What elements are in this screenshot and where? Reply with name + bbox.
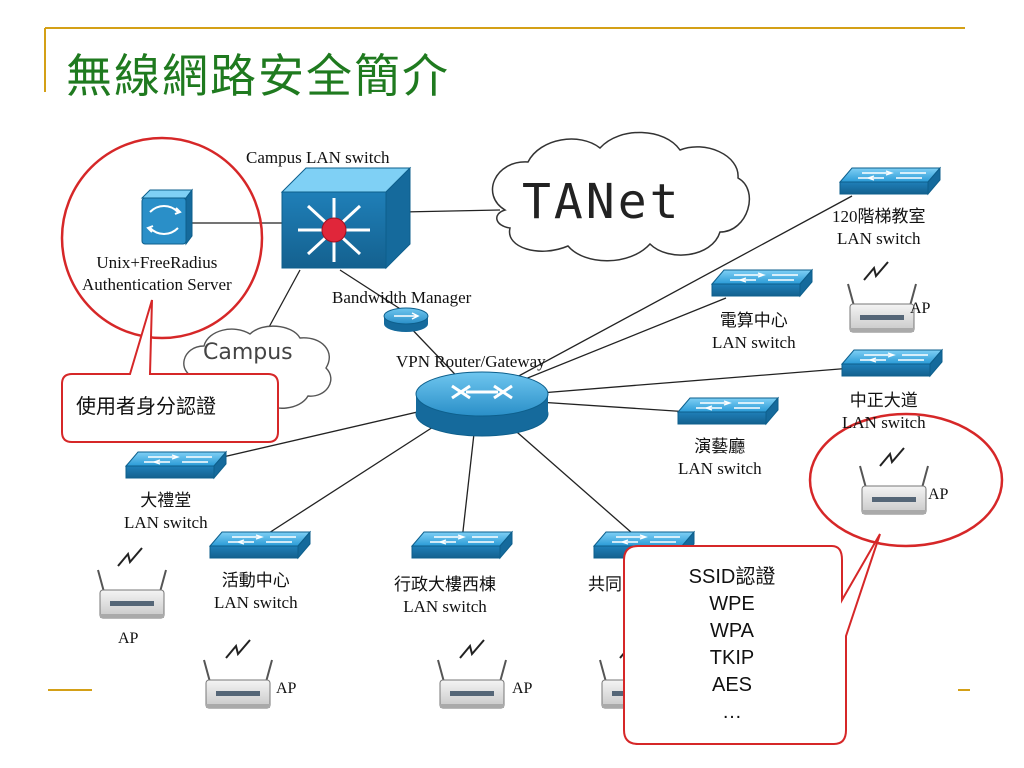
switch-type: LAN switch bbox=[124, 513, 208, 532]
tanet-cloud bbox=[491, 131, 750, 262]
campus-switch-label: Campus LAN switch bbox=[246, 148, 390, 167]
ap-label: AP bbox=[118, 630, 139, 647]
switch-admin-building-label: 行政大樓西棟 LAN switch bbox=[394, 574, 496, 618]
switch-name: 演藝廳 bbox=[694, 437, 746, 456]
ap-icon bbox=[859, 447, 929, 515]
switch-120-label: 120階梯教室 LAN switch bbox=[832, 206, 926, 250]
switch-name: 電算中心 bbox=[719, 311, 788, 330]
auth-server-label-line2: Authentication Server bbox=[82, 275, 232, 294]
ap-highlight-circle bbox=[808, 412, 1004, 548]
auth-server-icon bbox=[140, 188, 193, 246]
switch-type: LAN switch bbox=[214, 593, 298, 612]
switch-name: 行政大樓西棟 bbox=[394, 575, 496, 594]
ap-label: AP bbox=[928, 486, 949, 503]
switch-admin-building-icon bbox=[411, 531, 513, 559]
ssid-line: … bbox=[722, 701, 742, 723]
switch-name: 大禮堂 bbox=[140, 491, 192, 510]
bandwidth-manager-icon bbox=[383, 307, 429, 332]
ap-icon bbox=[847, 261, 917, 333]
switch-computer-center-icon bbox=[711, 269, 813, 297]
ssid-line: SSID認證 bbox=[688, 566, 776, 588]
auth-server-label: Unix+FreeRadius Authentication Server bbox=[82, 252, 232, 296]
switch-120-icon bbox=[839, 167, 941, 195]
switch-type: LAN switch bbox=[712, 333, 796, 352]
switch-name: 120階梯教室 bbox=[832, 207, 926, 226]
campus-cloud-label-line1: Campus bbox=[203, 340, 293, 365]
switch-name: 活動中心 bbox=[221, 571, 290, 590]
switch-computer-center-label: 電算中心 LAN switch bbox=[712, 310, 796, 354]
ssid-line: AES bbox=[711, 674, 753, 696]
switch-performance-hall-label: 演藝廳 LAN switch bbox=[678, 436, 762, 480]
switch-auditorium-icon bbox=[125, 451, 227, 479]
page-title: 無線網路安全簡介 bbox=[66, 49, 450, 103]
ap-icon bbox=[97, 547, 167, 619]
auth-server-label-line1: Unix+FreeRadius bbox=[96, 253, 218, 272]
bandwidth-manager-label: Bandwidth Manager bbox=[332, 288, 472, 307]
switch-name: 共同 bbox=[588, 575, 622, 594]
switch-type: LAN switch bbox=[678, 459, 762, 478]
ssid-callout-shape bbox=[623, 533, 881, 745]
user-auth-callout-shape bbox=[61, 299, 279, 443]
ap-label: AP bbox=[910, 300, 931, 317]
switch-zhongzheng-icon bbox=[841, 349, 943, 377]
auth-highlight-circle bbox=[60, 136, 264, 340]
switch-name: 中正大道 bbox=[849, 391, 918, 410]
tanet-label: TANet bbox=[522, 174, 682, 230]
ap-label: AP bbox=[276, 680, 297, 697]
campus-cloud-label: Campus bbox=[203, 340, 293, 365]
vpn-router-icon bbox=[415, 371, 549, 437]
user-auth-callout-text: 使用者身分認證 bbox=[76, 396, 216, 418]
ap-icon bbox=[437, 639, 507, 709]
switch-activity-center-label: 活動中心 LAN switch bbox=[214, 570, 298, 614]
title-decoration bbox=[44, 27, 970, 691]
campus-core-switch-icon bbox=[280, 166, 412, 270]
switch-zhongzheng-label: 中正大道 LAN switch bbox=[842, 390, 926, 434]
ssid-line: WPE bbox=[709, 593, 755, 615]
switch-common-label: 共同 bbox=[588, 574, 622, 596]
ssid-line: TKIP bbox=[709, 647, 755, 669]
vpn-router-label: VPN Router/Gateway bbox=[396, 352, 546, 371]
ssid-line: WPA bbox=[709, 620, 755, 642]
switch-auditorium-label: 大禮堂 LAN switch bbox=[124, 490, 208, 534]
ap-icon bbox=[203, 639, 273, 709]
switch-type: LAN switch bbox=[836, 229, 921, 248]
switch-performance-hall-icon bbox=[677, 397, 779, 425]
ap-label: AP bbox=[512, 680, 533, 697]
switch-type: LAN switch bbox=[403, 597, 487, 616]
ssid-callout-text: SSID認證 WPE WPA TKIP AES … bbox=[662, 564, 802, 726]
switch-activity-center-icon bbox=[209, 531, 311, 559]
switch-type: LAN switch bbox=[842, 413, 926, 432]
